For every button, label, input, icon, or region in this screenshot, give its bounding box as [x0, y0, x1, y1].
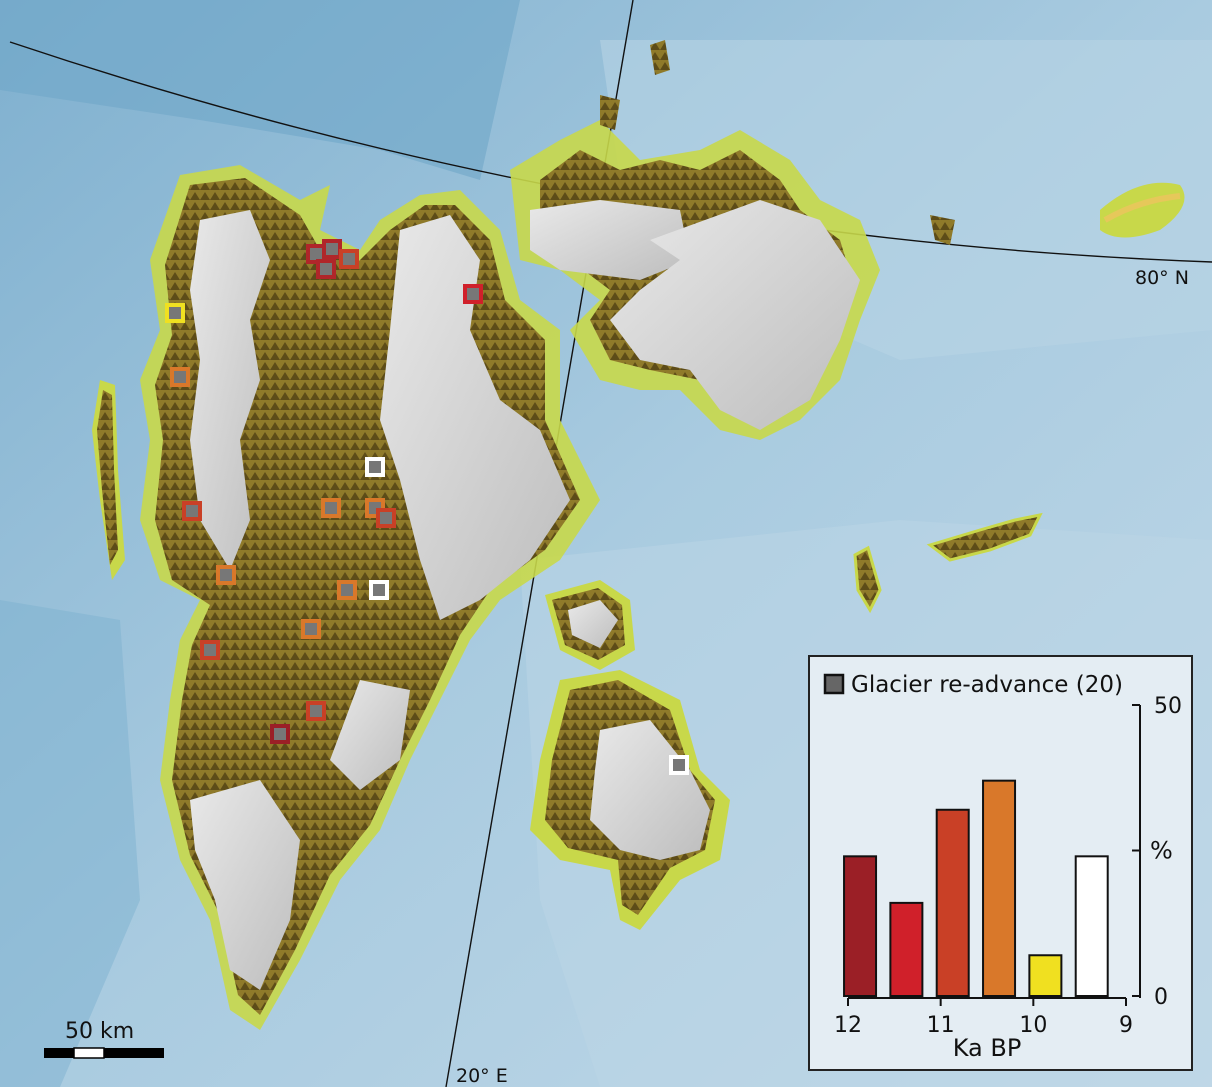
bar: [843, 855, 878, 997]
glacier-readvance-site: [165, 303, 185, 323]
y-tick-label: 0: [1154, 985, 1168, 1010]
edgeoya-island: [530, 670, 730, 930]
glacier-readvance-site: [170, 367, 190, 387]
latitude-label: 80° N: [1135, 267, 1189, 289]
scale-bar: 50 km: [44, 1019, 164, 1059]
glacier-readvance-site: [365, 457, 385, 477]
kvitoya-ice: [1103, 193, 1181, 223]
legend-swatch: [823, 673, 845, 695]
bar-chart: 12 11 10 9 Ka BP 0 50%: [834, 694, 1182, 1062]
glacier-readvance-site: [316, 259, 336, 279]
glacier-readvance-site: [301, 619, 321, 639]
inset-chart: Glacier re-advance (20) 12 11 10 9 Ka BP 0 50%: [808, 655, 1193, 1071]
small-island: [650, 40, 670, 75]
y-axis-label: %: [1150, 837, 1173, 865]
glacier-readvance-site: [200, 640, 220, 660]
x-tick-label: 10: [1019, 1013, 1047, 1038]
glacier-readvance-site: [321, 498, 341, 518]
glacier-readvance-site: [306, 701, 326, 721]
x-tick-label: 9: [1119, 1013, 1133, 1038]
nordaustlandet-island: [510, 120, 880, 440]
x-axis-label: Ka BP: [953, 1034, 1022, 1062]
legend-label: Glacier re-advance (20): [851, 672, 1123, 698]
scale-bar-label: 50 km: [65, 1019, 134, 1044]
glacier-readvance-site: [182, 501, 202, 521]
scale-bar-segment: [44, 1048, 74, 1058]
glacier-readvance-site: [216, 565, 236, 585]
x-tick-label: 12: [834, 1013, 862, 1038]
x-tick-label: 11: [927, 1013, 955, 1038]
y-tick-label: 50: [1154, 694, 1182, 719]
glacier-readvance-site: [339, 249, 359, 269]
glacier-readvance-site: [337, 580, 357, 600]
longitude-label: 20° E: [456, 1065, 508, 1087]
bar: [982, 779, 1017, 997]
bar: [1074, 855, 1109, 997]
scale-bar-segment: [73, 1047, 105, 1059]
barentsoya-island: [545, 580, 635, 670]
bar: [889, 901, 924, 998]
small-island: [853, 545, 882, 614]
bar: [935, 808, 970, 998]
glacier-readvance-site: [322, 239, 342, 259]
glacier-readvance-site: [376, 508, 396, 528]
deep-water: [0, 600, 140, 1087]
deep-water: [0, 0, 520, 180]
site-markers: [165, 239, 689, 775]
bar: [1028, 954, 1063, 998]
kong-karls-land: [926, 512, 1043, 562]
small-island: [600, 95, 620, 130]
glacier-readvance-site: [270, 724, 290, 744]
glacier-readvance-site: [369, 580, 389, 600]
small-island: [930, 215, 955, 245]
prins-karls-forland-relief: [97, 390, 118, 565]
glacier-readvance-site: [463, 284, 483, 304]
glacier-readvance-site: [669, 755, 689, 775]
scale-bar-segment: [104, 1048, 164, 1058]
